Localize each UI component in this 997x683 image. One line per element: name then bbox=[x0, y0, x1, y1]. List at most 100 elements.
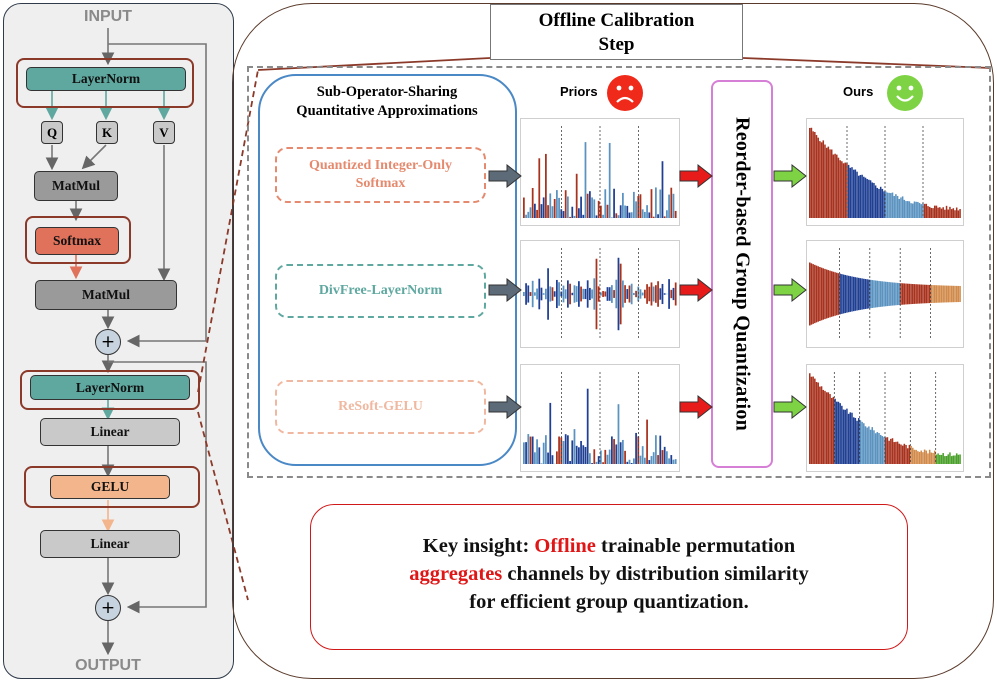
prior-bar bbox=[523, 442, 525, 464]
ours-bar bbox=[879, 186, 882, 218]
ours-bar bbox=[917, 284, 919, 304]
prior-bar bbox=[635, 432, 637, 464]
approximations-group bbox=[258, 74, 517, 466]
prior-bar bbox=[639, 455, 642, 464]
prior-bar bbox=[650, 189, 653, 218]
prior-bar bbox=[534, 203, 536, 218]
ours-bar bbox=[810, 127, 813, 218]
ours-bar bbox=[959, 209, 961, 218]
prior-bar bbox=[622, 280, 624, 308]
prior-bar bbox=[613, 290, 615, 298]
prior-bar bbox=[628, 285, 631, 303]
prior-bar bbox=[551, 287, 554, 301]
ours-bar bbox=[857, 277, 860, 311]
prior-bar bbox=[635, 290, 637, 298]
prior-bar bbox=[571, 292, 574, 296]
ours-bar bbox=[893, 195, 895, 218]
prior-bar bbox=[553, 291, 556, 297]
ours-label: Ours bbox=[843, 84, 874, 99]
ours-bar bbox=[937, 453, 939, 464]
ours-bar bbox=[881, 436, 884, 464]
prior-bar bbox=[670, 289, 673, 299]
ours-bar bbox=[868, 279, 870, 309]
ours-bar bbox=[829, 394, 831, 464]
ours-bar bbox=[896, 195, 899, 218]
prior-bar bbox=[567, 435, 569, 464]
op-integer-softmax: Quantized Integer-Only Softmax bbox=[275, 147, 486, 203]
ours-bar bbox=[935, 285, 938, 303]
ours-bar bbox=[927, 453, 929, 464]
calibration-panel bbox=[232, 3, 994, 679]
ours-bar bbox=[915, 284, 917, 304]
ours-bar bbox=[844, 274, 846, 314]
prior-bar bbox=[670, 187, 673, 218]
ours-bar bbox=[829, 149, 831, 218]
ours-bar bbox=[815, 265, 818, 323]
prior-bar bbox=[564, 190, 567, 218]
ours-bar bbox=[856, 277, 858, 311]
insight-mid1: trainable permutation bbox=[595, 535, 796, 557]
ours-bar bbox=[824, 268, 826, 320]
prior-bar bbox=[617, 215, 620, 218]
prior-bar bbox=[606, 287, 609, 301]
ours-bar bbox=[837, 401, 840, 464]
prior-bar bbox=[591, 197, 593, 218]
ours-bar bbox=[822, 268, 825, 320]
ours-bar bbox=[832, 271, 835, 317]
ours-bar bbox=[852, 276, 855, 312]
prior-bar bbox=[613, 439, 615, 464]
ours-bar bbox=[940, 285, 943, 303]
ours-bar bbox=[937, 285, 939, 303]
prior-bar bbox=[630, 283, 633, 305]
ours-bar bbox=[830, 149, 833, 218]
reorder-label-wrap: Reorder-based Group Quantization bbox=[711, 80, 773, 468]
ours-bar bbox=[830, 397, 833, 464]
prior-bar bbox=[540, 463, 543, 464]
ours-bar bbox=[832, 396, 835, 464]
prior-bar bbox=[602, 291, 604, 297]
prior-bar bbox=[551, 455, 554, 464]
ours-bar bbox=[933, 285, 936, 303]
prior-bar bbox=[545, 153, 547, 218]
prior-bar bbox=[628, 212, 631, 218]
prior-bar bbox=[666, 210, 668, 218]
ours-bar bbox=[825, 269, 828, 319]
ours-bar bbox=[896, 441, 899, 464]
ours-bar bbox=[900, 444, 902, 464]
ours-bar bbox=[876, 280, 879, 308]
prior-bar bbox=[652, 216, 655, 218]
ours-bar bbox=[861, 174, 863, 218]
prior-bar bbox=[591, 289, 593, 299]
prior-bar bbox=[635, 201, 637, 218]
green-arrow bbox=[773, 163, 807, 189]
prior-bar bbox=[613, 188, 615, 218]
prior-bar bbox=[657, 214, 659, 218]
ours-bar bbox=[827, 392, 830, 464]
ours-bar bbox=[930, 207, 933, 218]
ours-bar bbox=[839, 273, 841, 315]
ours-bar bbox=[891, 282, 894, 306]
prior-bar bbox=[573, 215, 576, 218]
ours-bar bbox=[903, 283, 906, 305]
ours-bar bbox=[886, 281, 889, 307]
prior-bar bbox=[578, 447, 580, 464]
ours-bar bbox=[918, 202, 921, 218]
ours-bar bbox=[913, 449, 916, 464]
ours-bar bbox=[809, 373, 811, 464]
left-connectors bbox=[45, 28, 207, 656]
prior-bar bbox=[538, 278, 541, 310]
ours-bar bbox=[844, 409, 846, 464]
ours-bar bbox=[947, 209, 950, 218]
ours-bar bbox=[834, 272, 836, 316]
ours-bar bbox=[893, 442, 895, 464]
ours-bar bbox=[901, 445, 904, 464]
prior-bar bbox=[661, 161, 664, 218]
ours-bar bbox=[895, 194, 897, 218]
prior-bar bbox=[595, 258, 598, 330]
op1-line2: Softmax bbox=[355, 176, 406, 191]
ours-bar bbox=[957, 210, 960, 218]
ours-bar bbox=[856, 171, 858, 218]
ours-bar bbox=[940, 208, 943, 218]
prior-bar bbox=[567, 280, 569, 308]
prior-bar bbox=[595, 461, 598, 464]
